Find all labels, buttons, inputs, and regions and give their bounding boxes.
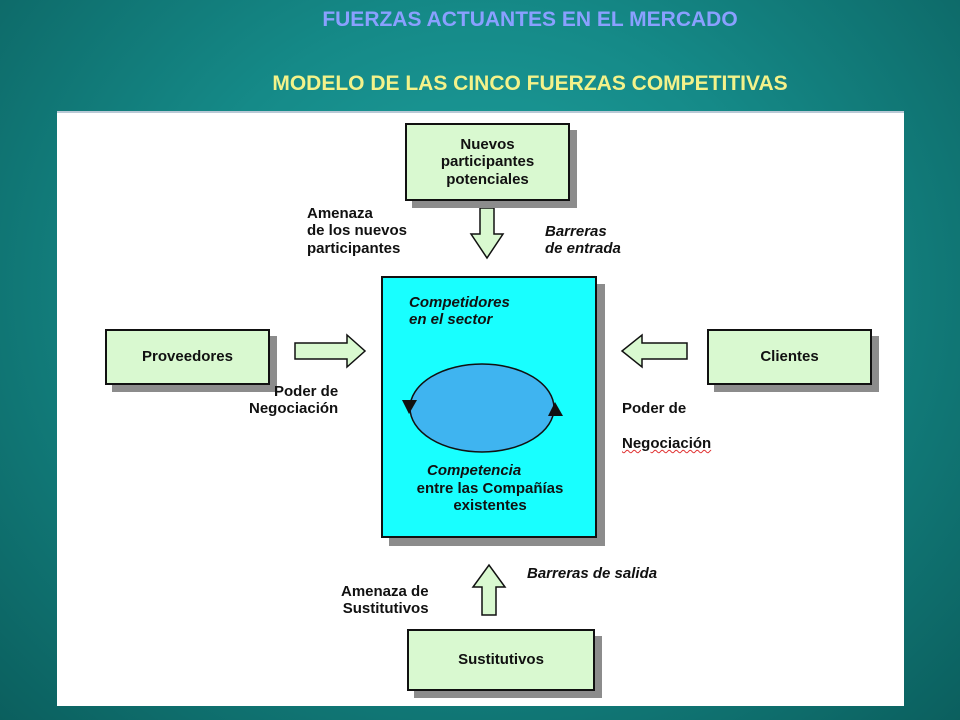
entry-barriers-label: Barreras de entrada [545,223,621,258]
substitutes-box: Sustitutivos [407,629,595,691]
new-entrants-box: Nuevos participantes potenciales [405,123,570,201]
rivalry-cycle-icon [402,363,563,453]
diagram-canvas: Nuevos participantes potenciales Proveed… [57,113,904,706]
suppliers-label: Proveedores [142,348,233,366]
arrow-left-customers [620,333,688,369]
competitors-box: Competidores en el sector Competencia en… [381,276,597,538]
arrow-right-suppliers [294,333,367,369]
substitutes-label: Sustitutivos [458,651,544,669]
existing-companies-label: entre las Compañías existentes [416,480,564,515]
customers-box: Clientes [707,329,872,385]
competition-label: Competencia [427,462,522,479]
canvas-top-border [57,111,904,114]
exit-barriers-label: Barreras de salida [527,565,658,582]
diagram-arrows-layer [294,207,688,616]
customer-power-label: Poder de Negociación [622,383,711,452]
competitors-label: Competidores en el sector [409,294,510,329]
customer-power-line2: Negociación [622,434,712,452]
threat-new-entrants-label: Amenaza de los nuevos participantes [307,205,408,257]
customers-label: Clientes [760,348,819,366]
supplier-power-label: Poder de Negociación [249,383,339,418]
suppliers-box: Proveedores [105,329,270,385]
customer-power-line1: Poder de [622,400,687,418]
page-title: FUERZAS ACTUANTES EN EL MERCADO [322,8,738,31]
new-entrants-label: Nuevos participantes potenciales [440,136,535,188]
threat-substitutes-label: Amenaza de Sustitutivos [341,583,429,618]
arrow-up-substitutes [471,563,507,616]
arrow-down-entrants [469,207,505,260]
page-subtitle: MODELO DE LAS CINCO FUERZAS COMPETITIVAS [272,72,788,95]
